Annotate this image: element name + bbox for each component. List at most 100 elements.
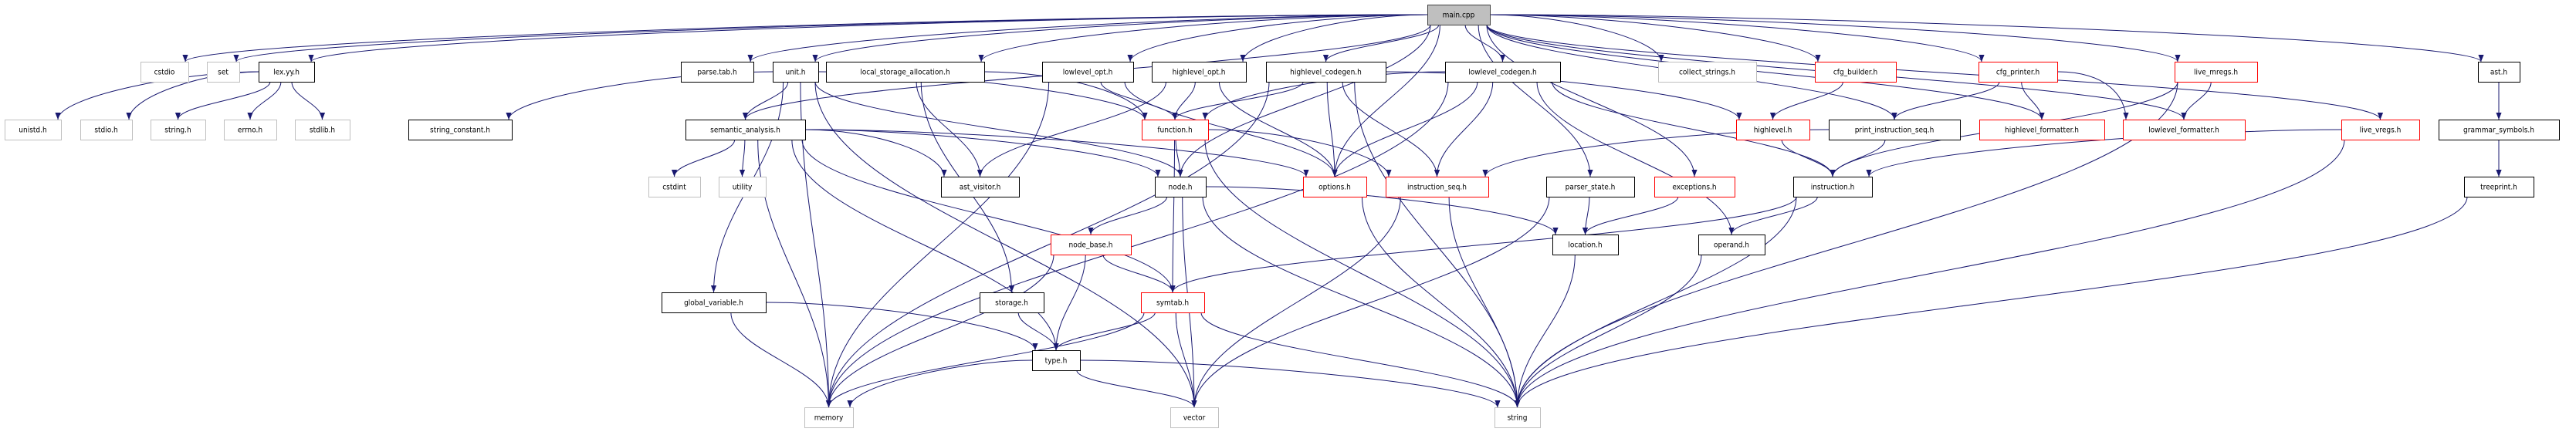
edge-lexyy-to-stdlib <box>291 81 326 120</box>
node-label: lowlevel_codegen.h <box>1468 69 1536 77</box>
node-hlcg[interactable]: highlevel_codegen.h <box>1266 62 1386 83</box>
node-box <box>2175 62 2258 83</box>
node-label: errno.h <box>238 127 262 135</box>
node-globalvar[interactable]: global_variable.h <box>662 292 767 313</box>
node-main: main.cpp <box>1427 5 1491 25</box>
node-lsa[interactable]: local_storage_allocation.h <box>826 62 985 83</box>
edge-llcg-to-iseq <box>1434 81 1494 177</box>
node-label: ast.h <box>2490 69 2507 77</box>
node-box <box>1829 120 1961 140</box>
edge-node-to-location <box>1205 186 1559 235</box>
node-label: print_instruction_seq.h <box>1855 127 1935 135</box>
node-options[interactable]: options.h <box>1303 177 1367 197</box>
node-box <box>1546 177 1635 197</box>
node-symtab[interactable]: symtab.h <box>1141 292 1205 313</box>
node-label: ast_visitor.h <box>960 184 1001 192</box>
node-function[interactable]: function.h <box>1142 120 1209 140</box>
node-lexyy[interactable]: lex.yy.h <box>259 62 315 83</box>
node-node[interactable]: node.h <box>1155 177 1207 197</box>
node-astvis[interactable]: ast_visitor.h <box>941 177 1020 197</box>
node-livev[interactable]: live_vregs.h <box>2341 120 2420 140</box>
node-label: lex.yy.h <box>273 69 300 77</box>
node-label: string.h <box>164 127 191 135</box>
node-cfgp[interactable]: cfg_printer.h <box>1979 62 2058 83</box>
edge-pstate-to-vector <box>1191 196 1550 408</box>
node-cstdio: cstdio <box>140 62 189 83</box>
node-sema[interactable]: semantic_analysis.h <box>685 120 806 140</box>
edge-function-to-node <box>1175 139 1183 177</box>
node-stdioh: stdio.h <box>80 120 133 140</box>
edge-sema-to-astvis <box>804 129 947 177</box>
node-label: global_variable.h <box>684 299 743 308</box>
edge-instruction-to-operand <box>1728 196 1818 235</box>
node-pstate[interactable]: parser_state.h <box>1546 177 1635 197</box>
node-pis[interactable]: print_instruction_seq.h <box>1829 120 1961 140</box>
node-box <box>1155 177 1207 197</box>
node-exceptions[interactable]: exceptions.h <box>1654 177 1735 197</box>
node-ast[interactable]: ast.h <box>2478 62 2520 83</box>
node-label: location.h <box>1568 241 1602 250</box>
edge-main-to-cfgb <box>1489 14 1821 62</box>
node-label: grammar_symbols.h <box>2463 127 2534 135</box>
node-cstdint: cstdint <box>648 177 701 197</box>
node-label: cstdint <box>662 184 686 192</box>
node-label: unit.h <box>786 69 806 77</box>
node-instruction[interactable]: instruction.h <box>1793 177 1873 197</box>
edge-livem-to-llfmt <box>2181 81 2212 120</box>
edge-lexyy-to-errno <box>247 81 282 120</box>
node-operand[interactable]: operand.h <box>1698 235 1765 255</box>
edge-instruction-to-string <box>1514 196 1797 408</box>
edge-main-to-set <box>233 14 1428 62</box>
node-grammar[interactable]: grammar_symbols.h <box>2439 120 2560 140</box>
node-llopt[interactable]: lowlevel_opt.h <box>1042 62 1134 83</box>
node-label: type.h <box>1045 357 1068 366</box>
edge-operand-to-string <box>1514 254 1702 408</box>
node-cfgb[interactable]: cfg_builder.h <box>1815 62 1897 83</box>
node-location[interactable]: location.h <box>1552 235 1619 255</box>
edge-pstate-to-location <box>1582 196 1590 235</box>
node-box <box>140 62 189 83</box>
node-treeprint[interactable]: treeprint.h <box>2464 177 2534 197</box>
edge-location-to-string <box>1514 254 1576 408</box>
node-llcg[interactable]: lowlevel_codegen.h <box>1445 62 1561 83</box>
node-label: semantic_analysis.h <box>710 127 780 135</box>
node-llfmt[interactable]: lowlevel_formatter.h <box>2123 120 2246 140</box>
node-label: exceptions.h <box>1672 184 1716 192</box>
node-label: node_base.h <box>1069 241 1113 250</box>
node-stringh: string.h <box>151 120 206 140</box>
edge-cfgp-to-pis <box>1891 81 2000 120</box>
node-label: lowlevel_opt.h <box>1063 69 1113 77</box>
edge-type-to-string <box>1079 359 1501 408</box>
node-type[interactable]: type.h <box>1032 350 1081 371</box>
node-label: set <box>218 69 228 77</box>
edge-globalvar-to-memory <box>730 312 832 408</box>
edge-llcg-to-function <box>1202 71 1446 120</box>
edge-main-to-options <box>1332 24 1440 177</box>
node-unit[interactable]: unit.h <box>773 62 819 83</box>
node-storage[interactable]: storage.h <box>980 292 1044 313</box>
edge-function-to-iseq <box>1207 129 1392 177</box>
node-parsetab[interactable]: parse.tab.h <box>681 62 754 83</box>
node-label: local_storage_allocation.h <box>860 69 949 77</box>
node-iseq[interactable]: instruction_seq.h <box>1386 177 1489 197</box>
node-label: instruction.h <box>1811 184 1855 192</box>
node-strconst[interactable]: string_constant.h <box>408 120 513 140</box>
node-hlopt[interactable]: highlevel_opt.h <box>1152 62 1247 83</box>
node-hlfmt[interactable]: highlevel_formatter.h <box>1979 120 2105 140</box>
node-box <box>408 120 513 140</box>
node-nodebase[interactable]: node_base.h <box>1051 235 1132 255</box>
node-box <box>1979 62 2058 83</box>
node-label: string <box>1508 414 1528 423</box>
node-box <box>1793 177 1873 197</box>
node-label: highlevel_opt.h <box>1173 69 1226 77</box>
edge-sema-to-utility <box>739 139 746 177</box>
node-stdlib: stdlib.h <box>295 120 350 140</box>
edge-globalvar-to-type <box>765 302 1038 351</box>
edge-llopt-to-function <box>1100 81 1178 120</box>
node-label: treeprint.h <box>2480 184 2517 192</box>
node-label: vector <box>1183 414 1206 423</box>
node-highlevel[interactable]: highlevel.h <box>1736 120 1810 140</box>
edge-hlcg-to-options <box>1326 81 1338 177</box>
edge-main-to-hlcg <box>1322 24 1440 62</box>
node-livem[interactable]: live_mregs.h <box>2175 62 2258 83</box>
